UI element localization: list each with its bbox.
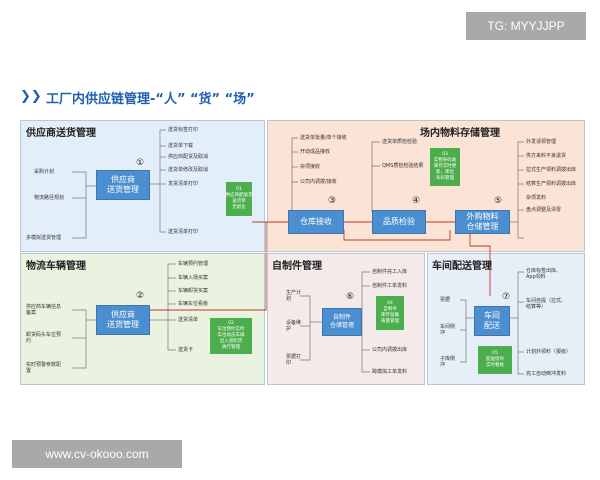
selfmade-output-0: 自制件完工入库 [372,269,408,275]
step-number-6: ⑥ [346,292,355,302]
store-item-1: 供方来料不良退货 [526,153,567,159]
vehicle-output-4: 送货清单 [178,317,199,323]
workshop-output-3: 完工自动倒冲发料 [526,371,567,377]
workshop-input-2: 子库侧 冲 [440,356,456,368]
panel-title-vehicle: 物流车辆管理 [26,261,86,272]
note-supplier: 01 供应商配送货 送货单 无纸化 [226,182,253,216]
workshop-input-1: 车间侧 冲 [440,324,456,336]
process-selfmade-storage: 自制件 仓储管理 [322,308,362,336]
panel-title-warehouse: 场内物料存储管理 [420,128,500,139]
chevron-right-icon: ❯❯ [20,89,42,104]
step-number-7: ⑦ [502,292,511,302]
selfmade-output-2: 公司内调拨出库 [372,347,408,353]
supplier-input-1: 物流路径规划 [34,195,65,201]
selfmade-output-1: 自制件工单发料 [372,283,408,289]
supplier-input-2: 多模拟送货管理 [26,235,62,241]
vehicle-input-1: 卸货码头车位预 约 [26,332,62,344]
process-workshop-distribution: 车间 配送 [474,306,510,336]
vehicle-input-2: 实时预警参数配 置 [26,362,62,374]
vehicle-output-3: 车辆车位看板 [178,301,209,307]
selfmade-output-3: 跨模拟工单发料 [372,369,408,375]
watermark-top: TG: MYYJJPP [466,12,586,40]
supplier-output-3: 送货单修改及取消 [168,167,209,173]
note-selfmade: 04 自制件 库存准确 质量管理 [376,296,404,330]
receive-item-2: 杂项接收 [300,164,321,170]
step-number-4: ④ [412,196,421,206]
store-item-5: 盘点调整及清零 [526,207,562,213]
workshop-input-0: 票据 [440,297,451,303]
store-item-2: 拉式生产领料调拨出库 [526,167,577,173]
process-vehicle-delivery: 供应商 送货管理 [96,305,150,335]
note-inspect: 03 实物条码收 库存实时更 新，库位 条码管理 [430,148,460,186]
supplier-input-0: 采购计划 [34,169,55,175]
step-number-1: ① [136,158,145,168]
supplier-output-1: 送货单下载 [168,143,194,149]
receive-item-0: 送货单批量/单个接收 [300,135,347,141]
process-warehouse-receive: 仓库接收 [288,210,344,234]
store-item-3: 结算生产领料调拨出库 [526,181,577,187]
receive-item-1: 开动成品接收 [300,149,331,155]
vehicle-output-5: 送货卡 [178,347,194,353]
workshop-output-2: 计划外领料（报级） [526,349,572,355]
vehicle-output-1: 车辆入场买案 [178,275,209,281]
selfmade-input-0: 生产计 划 [286,290,302,302]
step-number-3: ③ [328,196,337,206]
panel-title-workshop: 车间配送管理 [432,261,492,272]
selfmade-input-1: 设备维 护 [286,320,302,332]
step-number-2: ② [136,291,145,301]
vehicle-input-0: 供应商车辆信息 备案 [26,304,62,316]
supplier-output-4: 发货清单打印 [168,181,199,187]
process-supplier-delivery: 供应商 送货管理 [96,170,150,200]
inspect-item-1: QMS质检检验结果 [382,163,424,169]
vehicle-output-2: 车辆卸货买案 [178,288,209,294]
panel-warehouse [267,120,585,252]
watermark-bottom: www.cv-okooo.com [12,440,182,468]
note-vehicle: 02 车位预约实时 车位动态车辆 出入道卸货 执行管理 [210,318,252,354]
page-title: 工厂内供应链管理-“人” “货” “场” [46,92,255,107]
supplier-output-2: 供应商配货及取消 [168,154,209,160]
panel-title-selfmade: 自制件管理 [272,261,322,272]
workshop-output-1: 车间自提（拉式、 结算等） [526,298,567,310]
process-purchased-storage: 外购物料 仓储管理 [455,210,510,234]
receive-item-3: 公司内调拨/接收 [300,179,337,185]
panel-title-supplier: 供应商送货管理 [26,128,96,139]
process-quality-inspection: 品质检验 [372,210,426,234]
vehicle-output-0: 车辆预约管理 [178,261,209,267]
store-item-0: 外发请领管理 [526,139,557,145]
workshop-output-0: 仓库标签出库、 App领料 [526,268,562,280]
supplier-output-0: 送货标签打印 [168,127,199,133]
inspect-item-0: 送货单质检检验 [382,139,418,145]
supplier-output-5: 送货清单打印 [168,229,199,235]
note-workshop: 05 配送指导 实时看板 [478,346,512,374]
selfmade-input-2: 票据打 印 [286,354,302,366]
step-number-5: ⑤ [494,196,503,206]
store-item-4: 杂项发料 [526,195,547,201]
